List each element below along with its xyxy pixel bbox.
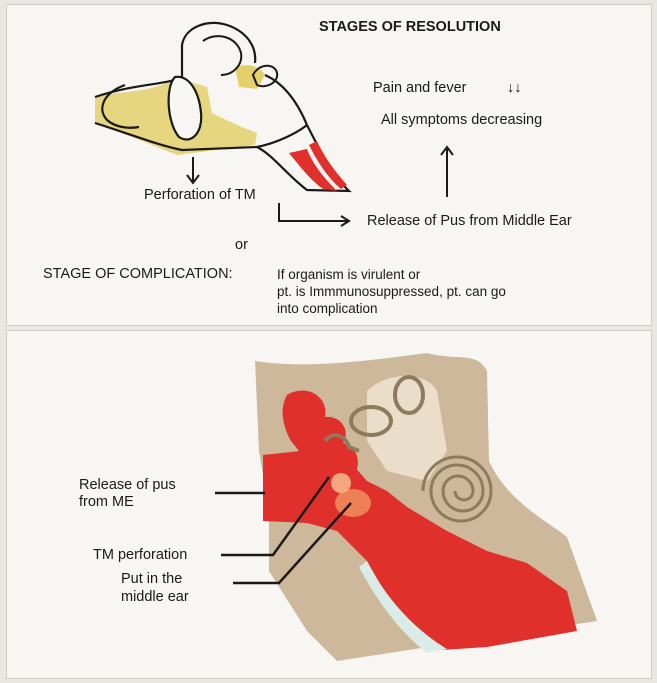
tm-perforation-spot <box>335 489 371 517</box>
pain-fever-text: Pain and fever <box>373 80 467 97</box>
complication-line-2: pt. is Immmunosuppressed, pt. can go <box>277 284 506 299</box>
release-pus-text: Release of Pus from Middle Ear <box>367 213 572 230</box>
put-middle-ear-label-1: Put in the <box>121 571 182 588</box>
perforation-text: Perforation of TM <box>144 187 256 204</box>
complication-heading: STAGE OF COMPLICATION: <box>43 266 233 283</box>
elbow-arrow-line <box>279 203 347 221</box>
release-pus-label-1: Release of pus <box>79 477 176 494</box>
ossicle-outline <box>203 36 241 75</box>
or-text: or <box>235 237 248 254</box>
release-pus-label-2: from ME <box>79 494 134 511</box>
tm-perforation-label: TM perforation <box>93 547 187 564</box>
resolution-stage-panel: STAGES OF RESOLUTION Pain and fever ↓↓ A… <box>6 4 652 326</box>
complication-line-3: into complication <box>277 301 378 316</box>
decrease-arrows: ↓↓ <box>507 80 522 97</box>
put-middle-ear-label-2: middle ear <box>121 589 189 606</box>
symptoms-text: All symptoms decreasing <box>381 112 542 129</box>
resolution-heading: STAGES OF RESOLUTION <box>319 19 501 36</box>
complication-line-1: If organism is virulent or <box>277 267 420 282</box>
ear-illustration-panel: Release of pus from ME TM perforation Pu… <box>6 330 652 679</box>
tm-perforation-spot-2 <box>331 473 351 493</box>
